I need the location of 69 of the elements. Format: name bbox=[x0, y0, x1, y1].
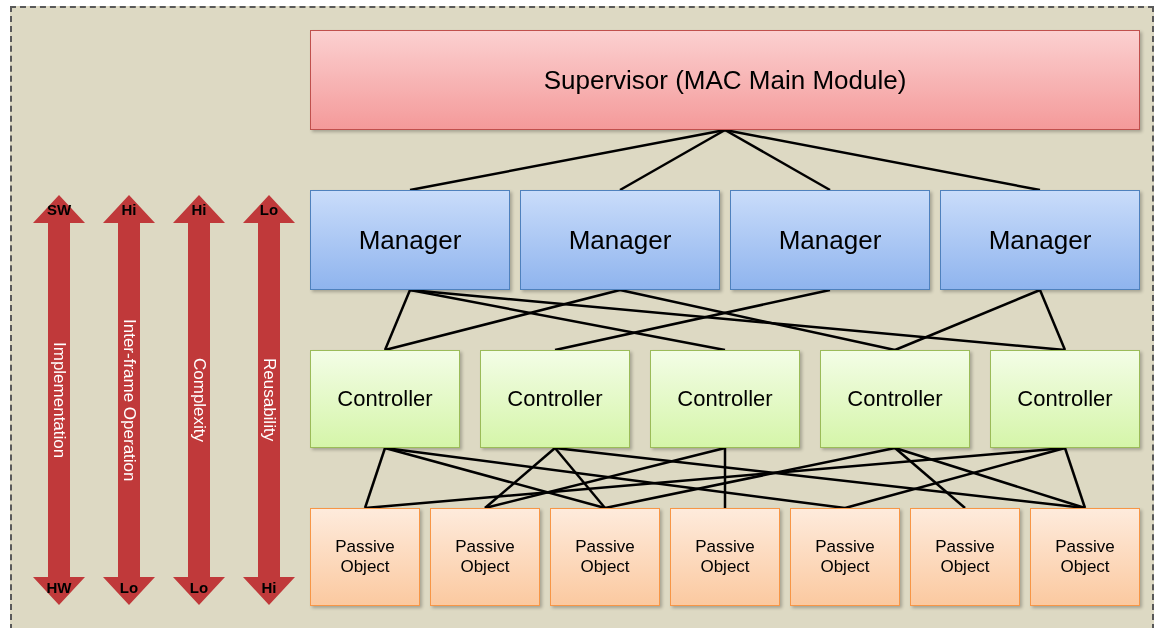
connector-line bbox=[724, 128, 1041, 192]
box-label: Controller bbox=[677, 386, 773, 412]
module-box bbox=[310, 30, 1140, 130]
scale-end-label: Lo bbox=[259, 201, 279, 218]
box-label: Passive Object bbox=[454, 537, 516, 577]
connector-line bbox=[554, 288, 831, 352]
module-box bbox=[790, 508, 900, 606]
module-box bbox=[1030, 508, 1140, 606]
box-label: Passive Object bbox=[574, 537, 636, 577]
module-box bbox=[940, 190, 1140, 290]
connector-line bbox=[619, 128, 726, 192]
connector-line bbox=[844, 446, 1066, 510]
scale-label: Implementation bbox=[49, 341, 69, 459]
connector-line bbox=[484, 447, 556, 509]
box-label: Controller bbox=[847, 386, 943, 412]
box-label: Manager bbox=[778, 224, 882, 256]
connector-line bbox=[384, 288, 621, 352]
box-label: Manager bbox=[358, 224, 462, 256]
connector-line bbox=[894, 446, 1086, 510]
module-box bbox=[910, 508, 1020, 606]
connector-line bbox=[384, 446, 606, 510]
connector-line bbox=[554, 447, 606, 509]
module-box bbox=[730, 190, 930, 290]
module-box bbox=[310, 508, 420, 606]
module-box bbox=[480, 350, 630, 448]
box-label: Manager bbox=[988, 224, 1092, 256]
connector-line bbox=[604, 446, 896, 510]
scale-end-label: HW bbox=[46, 579, 72, 596]
scale-label: Inter-frame Operation bbox=[119, 318, 139, 482]
connector-line bbox=[619, 288, 896, 352]
module-box bbox=[990, 350, 1140, 448]
scale-end-label: SW bbox=[46, 201, 72, 218]
box-label: Controller bbox=[337, 386, 433, 412]
scale-end-label: Hi bbox=[261, 579, 277, 596]
box-label: Passive Object bbox=[814, 537, 876, 577]
connector-line bbox=[409, 288, 726, 352]
box-label: Supervisor (MAC Main Module) bbox=[543, 64, 907, 96]
connector-line bbox=[1038, 289, 1067, 351]
module-box bbox=[520, 190, 720, 290]
scale-end-label: Hi bbox=[121, 201, 137, 218]
connector-line bbox=[363, 447, 387, 509]
connector-line bbox=[894, 288, 1041, 352]
scale-end-label: Lo bbox=[119, 579, 139, 596]
box-label: Passive Object bbox=[934, 537, 996, 577]
box-label: Passive Object bbox=[334, 537, 396, 577]
box-label: Controller bbox=[1017, 386, 1113, 412]
connector-line bbox=[484, 446, 726, 510]
scale-end-label: Hi bbox=[191, 201, 207, 218]
box-label: Controller bbox=[507, 386, 603, 412]
scale-label: Complexity bbox=[189, 357, 209, 443]
connector-line bbox=[723, 448, 727, 508]
connector-line bbox=[894, 447, 966, 509]
module-box bbox=[310, 190, 510, 290]
module-box bbox=[670, 508, 780, 606]
box-label: Passive Object bbox=[694, 537, 756, 577]
scale-end-label: Lo bbox=[189, 579, 209, 596]
box-label: Manager bbox=[568, 224, 672, 256]
module-box bbox=[550, 508, 660, 606]
box-label: Passive Object bbox=[1054, 537, 1116, 577]
scale-label: Reusability bbox=[259, 358, 279, 442]
module-box bbox=[820, 350, 970, 448]
connector-line bbox=[384, 446, 846, 510]
module-box bbox=[650, 350, 800, 448]
connector-line bbox=[724, 128, 831, 192]
connector-line bbox=[409, 288, 1066, 352]
module-box bbox=[430, 508, 540, 606]
module-box bbox=[310, 350, 460, 448]
connector-line bbox=[383, 289, 412, 351]
connector-line bbox=[1063, 447, 1087, 509]
